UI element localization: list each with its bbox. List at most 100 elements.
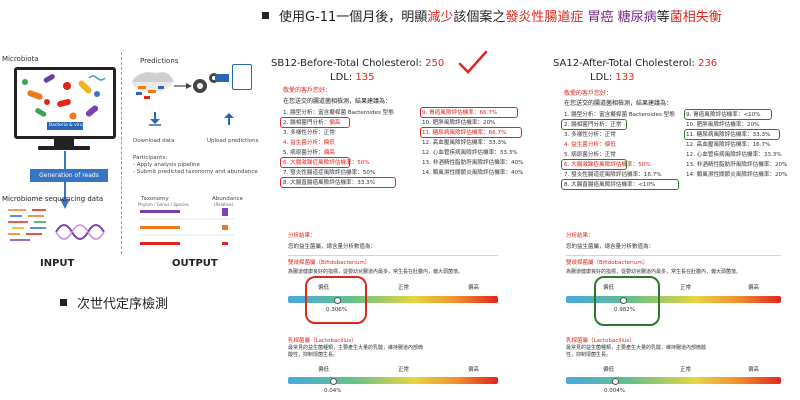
monitor-stand: [54, 136, 74, 146]
after-bifido-gauge: [566, 296, 781, 303]
headline: 使用G-11一個月後，明顯減少該個案之發炎性腸道症 胃癌 糖尿病等菌相失衡: [262, 6, 722, 25]
headline-disease-diabetes: 糖尿病: [617, 10, 657, 25]
after-item-2: 2. 腸相菌門分析：正常: [564, 122, 622, 128]
after-lacto-gauge: [566, 377, 781, 384]
before-item-13: 13. 非酒精性脂肪肝風險評估機率：40%: [422, 160, 524, 166]
after-intro: 在您送交的腸道菌相檢測，結果建議為：: [564, 100, 673, 107]
after-bifido-title: 雙歧桿菌屬（Bifidobacterium）: [566, 260, 649, 266]
before-item-5-flag: 偏高: [323, 150, 335, 156]
after-result-sub: 您的益生菌屬，總含量分析數值為：: [566, 244, 655, 250]
before-item-12b: 12. 心血管疾病風險評估機率：33.3%: [422, 150, 518, 156]
before-lacto-gauge: [288, 377, 498, 384]
after-result-label: 分析結果：: [566, 233, 594, 239]
before-item-4: 4. 益生菌分析：偏低: [283, 138, 423, 148]
before-item-7: 7. 發炎性腸道症風險評估機率：50%: [283, 170, 376, 176]
dashed-divider: [121, 52, 122, 254]
after-cholesterol-value: 236: [698, 58, 718, 69]
before-bifido-high: 偏高: [468, 285, 480, 291]
after-item-10: 10. 肥胖風險評估機率：20%: [686, 122, 760, 128]
after-item-12b: 12. 心血管疾病風險評估機率：33.3%: [686, 152, 782, 158]
red-checkmark-icon: [458, 50, 488, 74]
before-item-10: 10. 肥胖風險評估機率：20%: [422, 120, 496, 126]
abundance-header: Abundance: [212, 196, 243, 202]
before-result-label: 分析結果：: [288, 233, 316, 239]
participants-step-1: - Apply analysis pipeline: [133, 162, 200, 168]
after-lacto-high: 偏高: [748, 367, 760, 373]
before-item-8: 8. 大腸直腸癌風險評估機率：33.3%: [283, 180, 376, 186]
after-item-9: 9. 胃癌風險評估機率：<10%: [686, 112, 761, 118]
before-lacto-low: 偏低: [318, 367, 330, 373]
after-item-7: 7. 發炎性腸道症風險評估機率：16.7%: [564, 172, 662, 178]
after-item-11: 11. 糖尿病風險評估機率：33.3%: [686, 132, 771, 138]
after-title: SA12-After-Total Cholesterol: 236: [553, 58, 717, 69]
output-label: OUTPUT: [172, 258, 218, 269]
after-ldl-value: 133: [615, 72, 635, 83]
predictions-label: Predictions: [140, 57, 179, 65]
sequencing-data-label: Microbiome sequencing data: [2, 195, 104, 203]
abundance-subheader: (Relative): [214, 202, 234, 207]
before-title: SB12-Before-Total Cholesterol: 250: [271, 58, 444, 69]
taxonomy-subheader: Phylum / Genus / Species: [138, 202, 189, 207]
after-divider: [566, 255, 781, 256]
after-bifido-normal: 正常: [680, 285, 692, 291]
microbiota-label: Microbiota: [2, 55, 39, 63]
headline-disease-ibd: 發炎性腸道症: [505, 10, 584, 25]
before-ldl-label: LDL:: [330, 72, 356, 83]
monitor-base: [38, 146, 90, 150]
file-badge: [215, 74, 229, 82]
participants-label: Participants:: [133, 155, 168, 161]
after-item-3: 3. 多樣性分析：正常: [564, 132, 616, 138]
before-lacto-desc: 最常見的益生菌種類，主要產生大量的乳酸，維持腸道內部微酸性，抑制壞菌生長。: [288, 345, 424, 358]
before-intro: 在您送交的腸道菌相檢測，結果建議為：: [283, 98, 392, 105]
nextgen-label: 次世代定序檢測: [77, 297, 169, 312]
headline-reduce: 減少: [427, 10, 454, 25]
after-title-label: SA12-After-Total Cholesterol:: [553, 58, 699, 69]
before-result-sub: 您的益生菌屬，總含量分析數值為：: [288, 244, 377, 250]
after-bifido-high: 偏高: [748, 285, 760, 291]
before-bifido-marker: [334, 297, 341, 304]
headline-disease-gastric: 胃癌: [587, 10, 614, 25]
before-item-12a: 12. 高血壓風險評估機率：33.3%: [422, 140, 507, 146]
before-bifido-low: 偏低: [318, 285, 330, 291]
before-lacto-value: 0.04%: [324, 388, 342, 394]
before-bifido-normal: 正常: [398, 285, 410, 291]
after-item-6: 6. 大腸激躁症風險評估機率：50%: [564, 162, 651, 168]
before-item-11: 11. 糖尿病風險評估機率：66.7%: [422, 130, 507, 136]
after-left-list: 1. 腸型分析：富含擬桿菌 Bacteroides 型態 2. 腸相菌門分析：正…: [564, 110, 688, 190]
upload-predictions-label: Upload predictions: [207, 138, 259, 144]
after-highlight-item-9: [684, 109, 772, 120]
before-greeting: 敬愛的客戶您好：: [283, 87, 332, 94]
after-item-4: 4. 益生菌分析：偏低: [564, 142, 616, 148]
headline-middle: 該個案之: [453, 10, 506, 25]
before-highlight-item-11: [420, 127, 522, 138]
before-item-1: 1. 腸型分析：富含擬桿菌 Bacteroides 型態: [283, 110, 394, 116]
after-right-list: 9. 胃癌風險評估機率：<10% 10. 肥胖風險評估機率：20% 11. 糖尿…: [686, 110, 798, 180]
after-lacto-title: 乳桿菌屬（Lactobacillus）: [566, 338, 635, 344]
before-lacto-normal: 正常: [398, 367, 410, 373]
after-item-8: 8. 大腸直腸癌風險評估機率：<10%: [564, 182, 656, 188]
after-lacto-desc: 最常見的益生菌種類，主要產生大量的乳酸，維持腸道內部微酸性，抑制壞菌生長。: [566, 345, 707, 358]
after-highlight-item-7: [561, 179, 679, 190]
download-data-label: Download data: [133, 138, 175, 144]
before-ldl-value: 135: [355, 72, 375, 83]
generation-of-reads-box: Generation of reads: [30, 169, 108, 182]
file-icon: [232, 64, 252, 90]
after-bifido-low: 偏低: [603, 285, 615, 291]
before-highlight-item-5: [280, 157, 350, 168]
before-item-2-label: 2. 腸相菌門分析：: [283, 120, 330, 126]
after-greeting: 敬愛的客戶您好：: [564, 90, 613, 97]
download-icon: [149, 112, 161, 126]
before-item-14: 14. 類風濕性關節炎風險評估機率：40%: [422, 170, 524, 176]
before-highlight-item-2: [280, 117, 350, 128]
before-title-label: SB12-Before-Total Cholesterol:: [271, 58, 426, 69]
after-item-12a: 12. 高血壓風險評估機率：16.7%: [686, 142, 771, 148]
after-bifido-marker: [620, 297, 627, 304]
before-divider: [288, 255, 498, 256]
before-bifido-highlight: [305, 276, 367, 324]
nextgen-heading: 次世代定序檢測: [60, 293, 168, 312]
after-lacto-normal: 正常: [680, 367, 692, 373]
after-lacto-value: 0.004%: [604, 388, 625, 394]
after-bifido-value: 0.982%: [614, 307, 635, 313]
before-item-4-label: 4. 益生菌分析：偏低: [283, 140, 335, 146]
before-item-9: 9. 胃癌風險評估機率：66.7%: [422, 110, 498, 116]
